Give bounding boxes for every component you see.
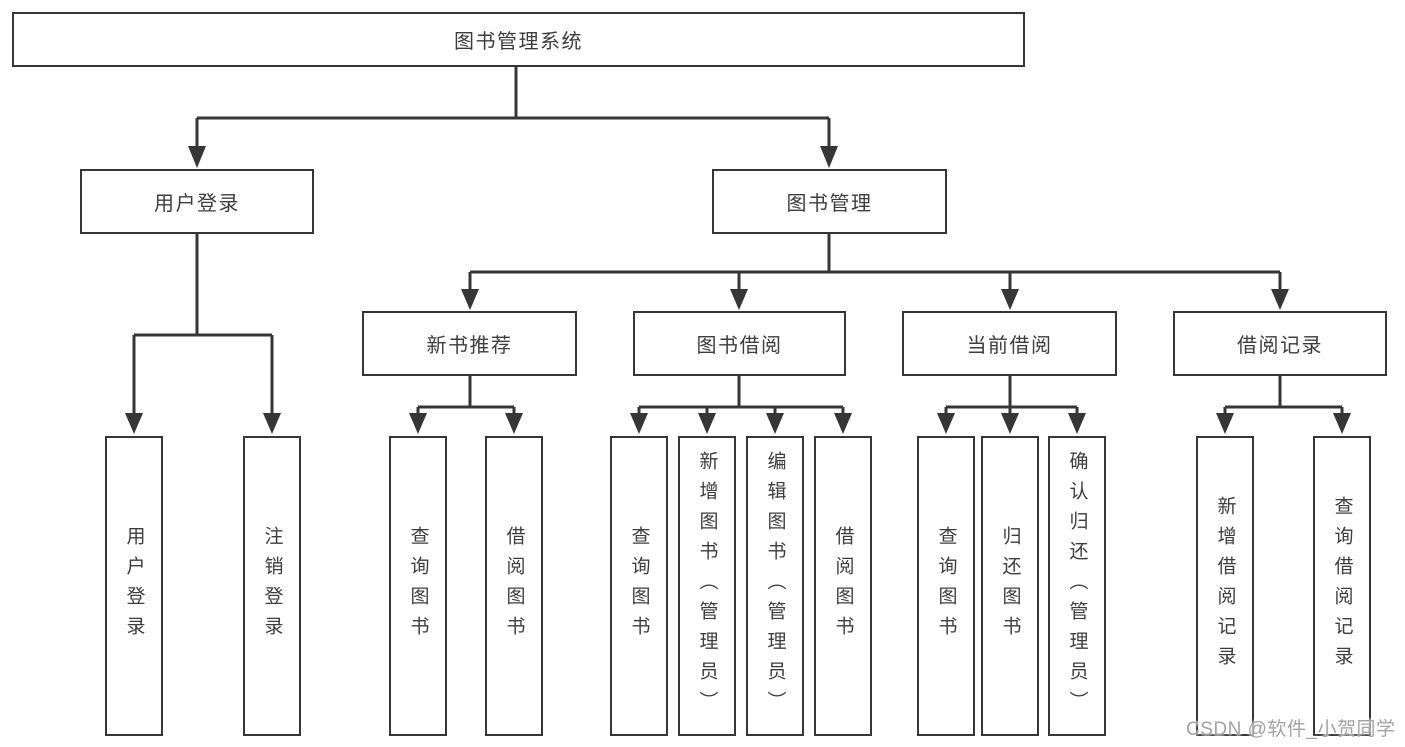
node-book-management: 图书管理 [712, 169, 947, 234]
leaf-logout-label: 注销登录 [261, 526, 283, 646]
leaf-return-book-label: 归还图书 [999, 526, 1021, 646]
node-user-login-label: 用户登录 [154, 193, 240, 215]
leaf-query-borrow-record: 查询借阅记录 [1313, 436, 1371, 736]
leaf-query-borrow-record-label: 查询借阅记录 [1331, 496, 1353, 676]
leaf-return-book: 归还图书 [981, 436, 1039, 736]
leaf-query-book-borrowing: 查询图书 [610, 436, 668, 736]
node-new-book-recommendation-label: 新书推荐 [426, 335, 513, 357]
node-current-borrowing: 当前借阅 [902, 311, 1117, 376]
leaf-query-book-current-label: 查询图书 [935, 526, 957, 646]
node-book-management-label: 图书管理 [786, 193, 873, 215]
leaf-confirm-return-admin: 确认归还（管理员） [1048, 436, 1106, 736]
leaf-query-book-recommend-label: 查询图书 [407, 526, 429, 646]
leaf-borrow-book-recommend: 借阅图书 [485, 436, 543, 736]
leaf-edit-book-admin-label: 编辑图书（管理员） [764, 451, 786, 721]
node-new-book-recommendation: 新书推荐 [362, 311, 577, 376]
leaf-borrow-book-label: 借阅图书 [832, 526, 854, 646]
leaf-query-book-borrowing-label: 查询图书 [628, 526, 650, 646]
leaf-logout: 注销登录 [243, 436, 301, 736]
leaf-query-book-current: 查询图书 [917, 436, 975, 736]
leaf-borrow-book-recommend-label: 借阅图书 [503, 526, 525, 646]
node-borrowing-records: 借阅记录 [1173, 311, 1387, 376]
leaf-add-borrow-record: 新增借阅记录 [1196, 436, 1254, 736]
leaf-borrow-book: 借阅图书 [814, 436, 872, 736]
node-book-borrowing: 图书借阅 [633, 311, 846, 376]
csdn-watermark: CSDN @软件_小贺同学 [1186, 719, 1396, 740]
node-book-borrowing-label: 图书借阅 [696, 335, 783, 357]
leaf-user-login-label: 用户登录 [123, 526, 145, 646]
arrowheads [125, 146, 1351, 434]
leaf-add-book-admin: 新增图书（管理员） [678, 436, 736, 736]
node-user-login: 用户登录 [80, 169, 314, 234]
node-borrowing-records-label: 借阅记录 [1237, 335, 1323, 357]
leaf-confirm-return-admin-label: 确认归还（管理员） [1066, 451, 1088, 721]
leaf-add-borrow-record-label: 新增借阅记录 [1214, 496, 1236, 676]
leaf-query-book-recommend: 查询图书 [389, 436, 447, 736]
node-root-system: 图书管理系统 [12, 12, 1025, 67]
leaf-add-book-admin-label: 新增图书（管理员） [696, 451, 718, 721]
node-current-borrowing-label: 当前借阅 [966, 335, 1053, 357]
leaf-edit-book-admin: 编辑图书（管理员） [746, 436, 804, 736]
leaf-user-login: 用户登录 [105, 436, 163, 736]
node-root-system-label: 图书管理系统 [454, 31, 583, 53]
